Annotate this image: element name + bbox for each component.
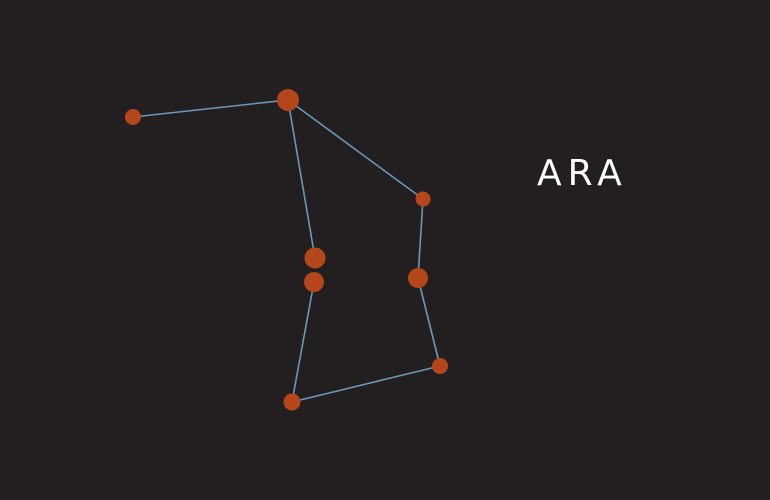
constellation-line-2 (287, 99, 424, 200)
constellation-lines (132, 99, 441, 403)
star-8 (283, 393, 301, 411)
star-4 (304, 247, 326, 269)
star-3 (415, 191, 431, 207)
star-1 (125, 109, 141, 125)
star-7 (432, 358, 448, 374)
star-5 (304, 272, 324, 292)
constellation-stars (125, 89, 448, 411)
star-2 (277, 89, 299, 111)
constellation-line-6 (291, 365, 441, 403)
constellation-line-7 (291, 281, 315, 403)
constellation-line-4 (417, 198, 424, 279)
constellation-line-5 (417, 277, 441, 367)
constellation-line-1 (132, 99, 289, 118)
constellation-name: ARA (537, 153, 628, 194)
star-6 (408, 268, 428, 288)
constellation-line-3 (287, 99, 316, 259)
